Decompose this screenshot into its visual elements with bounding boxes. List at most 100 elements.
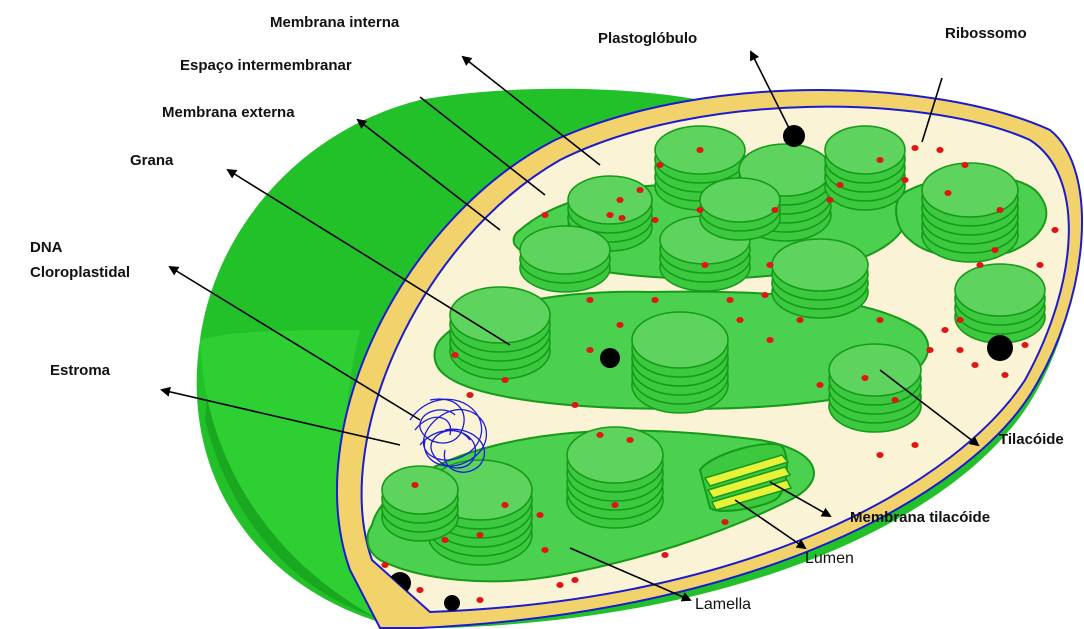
ribosome: [596, 432, 603, 438]
plastoglobule: [600, 348, 620, 368]
label-ribossomo: Ribossomo: [945, 25, 1027, 42]
ribosome: [721, 519, 728, 525]
ribosome: [816, 382, 823, 388]
ribosome: [1036, 262, 1043, 268]
thylakoid-disc: [922, 163, 1018, 217]
ribosome: [586, 297, 593, 303]
ribosome: [1021, 342, 1028, 348]
ribosome: [836, 182, 843, 188]
ribosome: [956, 347, 963, 353]
ribosome: [876, 317, 883, 323]
ribosome: [796, 317, 803, 323]
ribosome: [611, 502, 618, 508]
granum-stack: [450, 287, 550, 379]
ribosome: [651, 297, 658, 303]
granum-stack: [382, 466, 458, 541]
ribosome: [466, 392, 473, 398]
ribosome: [696, 147, 703, 153]
label-plastoglobulo: Plastoglóbulo: [598, 30, 697, 47]
ribosome: [571, 577, 578, 583]
ribosome: [476, 532, 483, 538]
ribosome: [976, 262, 983, 268]
ribosome: [991, 247, 998, 253]
plastoglobule: [783, 125, 805, 147]
label-espaco-intermembranar: Espaço intermembranar: [180, 57, 352, 74]
ribosome: [651, 217, 658, 223]
label-dna-line2: Cloroplastidal: [30, 264, 130, 281]
ribosome: [636, 187, 643, 193]
ribosome: [766, 262, 773, 268]
ribosome: [911, 145, 918, 151]
granum-stack: [632, 312, 728, 413]
ribosome: [941, 327, 948, 333]
ribosome: [726, 297, 733, 303]
ribosome: [771, 207, 778, 213]
ribosome: [936, 147, 943, 153]
ribosome: [891, 397, 898, 403]
plastoglobule: [444, 595, 460, 611]
label-membrana-tilacoide: Membrana tilacóide: [850, 509, 990, 526]
ribosome: [541, 212, 548, 218]
ribosome: [626, 437, 633, 443]
granum-stack: [825, 126, 905, 210]
label-estroma: Estroma: [50, 362, 111, 379]
granum-stack: [772, 239, 868, 318]
ribosome: [586, 347, 593, 353]
ribosome: [766, 337, 773, 343]
thylakoid-disc: [955, 264, 1045, 316]
ribosome: [696, 207, 703, 213]
thylakoid-disc: [567, 427, 663, 483]
thylakoid-disc: [700, 178, 780, 222]
granum-stack: [520, 226, 610, 292]
ribosome: [616, 197, 623, 203]
thylakoid-disc: [520, 226, 610, 274]
ribosome: [761, 292, 768, 298]
ribosome: [861, 375, 868, 381]
ribosome: [476, 597, 483, 603]
thylakoid-disc: [632, 312, 728, 368]
ribosome: [996, 207, 1003, 213]
ribosome: [736, 317, 743, 323]
plastoglobule: [987, 335, 1013, 361]
label-grana: Grana: [130, 152, 174, 169]
ribosome: [501, 377, 508, 383]
granum-stack: [567, 427, 663, 528]
ribosome: [451, 352, 458, 358]
ribosome: [701, 262, 708, 268]
ribosome: [381, 562, 388, 568]
ribosome: [656, 162, 663, 168]
ribosome: [411, 482, 418, 488]
thylakoid-disc: [829, 344, 921, 396]
ribosome: [501, 502, 508, 508]
label-membrana-interna: Membrana interna: [270, 14, 400, 31]
ribosome: [971, 362, 978, 368]
granum-stack: [829, 344, 921, 432]
ribosome: [618, 215, 625, 221]
thylakoid-disc: [382, 466, 458, 514]
ribosome: [536, 512, 543, 518]
ribosome: [961, 162, 968, 168]
granum-stack: [955, 264, 1045, 343]
ribosome: [571, 402, 578, 408]
ribosome: [541, 547, 548, 553]
label-membrana-externa: Membrana externa: [162, 104, 295, 121]
granum-stack: [922, 163, 1018, 262]
thylakoid-disc: [825, 126, 905, 174]
granum-stack: [700, 178, 780, 240]
ribosome: [876, 452, 883, 458]
ribosome: [876, 157, 883, 163]
ribosome: [956, 317, 963, 323]
thylakoid-disc: [772, 239, 868, 291]
label-tilacoide: Tilacóide: [999, 431, 1064, 448]
ribosome: [826, 197, 833, 203]
ribosome: [944, 190, 951, 196]
ribosome: [556, 582, 563, 588]
ribosome: [1051, 227, 1058, 233]
label-lumen: Lumen: [805, 550, 854, 567]
label-dna-line1: DNA: [30, 239, 63, 256]
label-lamella: Lamella: [695, 596, 751, 613]
thylakoid-disc: [450, 287, 550, 343]
ribosome: [901, 177, 908, 183]
